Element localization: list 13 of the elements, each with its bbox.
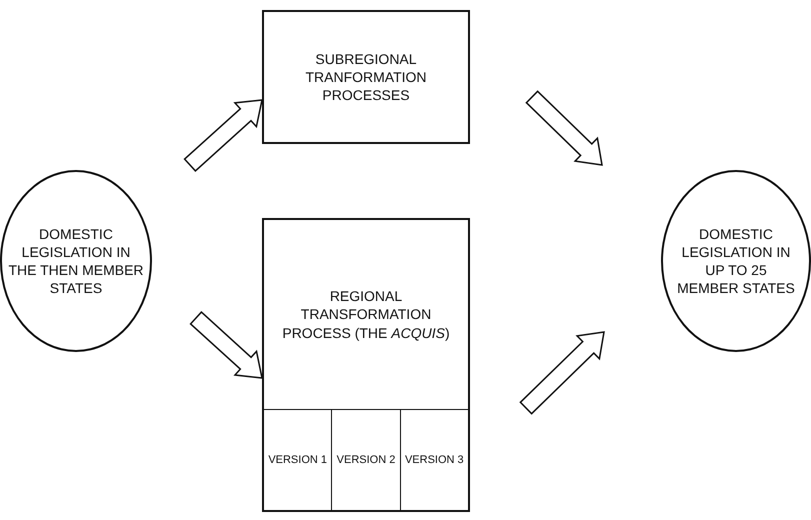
- block-arrow: [519, 331, 605, 415]
- node-label: REGIONAL TRANSFORMATION PROCESS (THE ACQUIS): [281, 287, 451, 342]
- node-label: VERSION 3: [404, 452, 464, 468]
- block-arrow: [525, 90, 603, 166]
- node-label: DOMESTIC LEGISLATION IN UP TO 25 MEMBER STATES: [676, 224, 796, 298]
- block-arrow: [190, 311, 263, 379]
- node-label: VERSION 2: [336, 452, 396, 468]
- process-box: [262, 218, 470, 512]
- node-label: SUBREGIONAL TRANFORMATION PROCESSES: [304, 50, 428, 104]
- process-box: [262, 10, 470, 144]
- node-label: VERSION 1: [268, 452, 327, 468]
- block-arrow: [184, 99, 263, 172]
- node-label: DOMESTIC LEGISLATION IN THE THEN MEMBER STATES: [7, 224, 145, 298]
